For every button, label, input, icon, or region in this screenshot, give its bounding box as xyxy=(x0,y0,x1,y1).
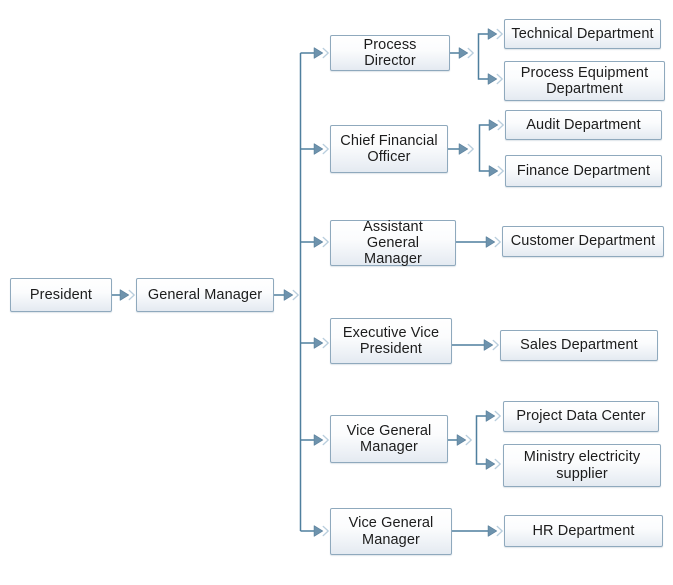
node-hr-department[interactable]: HR Department xyxy=(504,515,663,547)
edge-process-director-split xyxy=(477,28,503,53)
node-chief-financial-officer[interactable]: Chief Financial Officer xyxy=(330,125,448,173)
node-label: Audit Department xyxy=(526,116,641,133)
node-president[interactable]: President xyxy=(10,278,112,312)
node-label: Process Director xyxy=(363,36,417,69)
node-audit-department[interactable]: Audit Department xyxy=(505,110,662,140)
node-label: General Manager xyxy=(147,286,263,303)
node-label: Customer Department xyxy=(510,233,656,250)
node-ministry-electricity-supplier[interactable]: Ministry electricity supplier xyxy=(503,444,661,487)
edge-cfo-split-2 xyxy=(478,149,504,177)
node-label: Process Equipment Department xyxy=(520,64,649,97)
node-label: HR Department xyxy=(532,522,635,539)
node-label: Chief Financial Officer xyxy=(340,132,438,165)
node-label: Vice General Manager xyxy=(346,422,432,455)
node-label: Sales Department xyxy=(520,337,638,354)
edge-vgm1-split-2 xyxy=(475,440,501,470)
node-label: Finance Department xyxy=(516,162,651,179)
node-finance-department[interactable]: Finance Department xyxy=(505,155,662,187)
node-label: Vice General Manager xyxy=(348,515,434,548)
node-label: Ministry electricity supplier xyxy=(523,449,641,482)
edge-cfo-split xyxy=(478,119,504,149)
node-technical-department[interactable]: Technical Department xyxy=(504,19,661,49)
node-general-manager[interactable]: General Manager xyxy=(136,278,274,312)
node-sales-department[interactable]: Sales Department xyxy=(500,330,658,361)
node-label: President xyxy=(29,286,93,303)
node-label: Technical Department xyxy=(511,25,654,42)
node-executive-vice-president[interactable]: Executive Vice President xyxy=(330,318,452,364)
node-vice-general-manager-1[interactable]: Vice General Manager xyxy=(330,415,448,463)
node-project-data-center[interactable]: Project Data Center xyxy=(503,401,659,432)
node-label: Assistant General Manager xyxy=(363,218,423,268)
node-process-director[interactable]: Process Director xyxy=(330,35,450,71)
node-vice-general-manager-2[interactable]: Vice General Manager xyxy=(330,508,452,555)
edge-process-director-split-2 xyxy=(477,53,503,85)
node-process-equipment-department[interactable]: Process Equipment Department xyxy=(504,61,665,101)
node-assistant-general-manager[interactable]: Assistant General Manager xyxy=(330,218,456,268)
node-label: Executive Vice President xyxy=(342,324,440,357)
node-label: Project Data Center xyxy=(516,408,646,425)
edge-vgm1-split xyxy=(475,410,501,440)
node-customer-department[interactable]: Customer Department xyxy=(502,226,664,257)
